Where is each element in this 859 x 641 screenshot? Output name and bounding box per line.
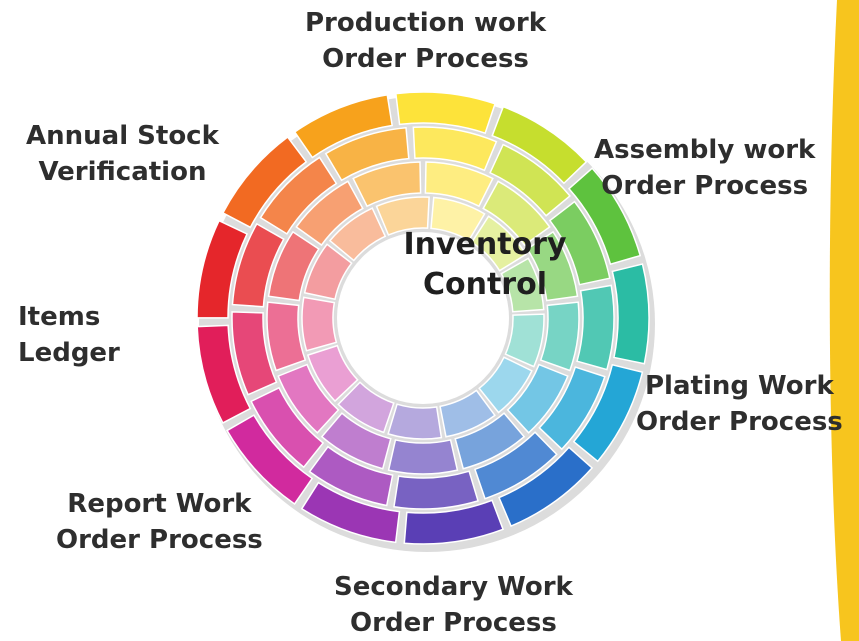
wheel-segment-ring2-13 [324, 126, 410, 182]
label-assembly-line-2: Order Process [601, 171, 809, 201]
wheel-segment-ring2-10 [231, 311, 278, 396]
wheel-segment-ring2-12 [259, 156, 338, 235]
wheel-segment-ring2-9 [250, 386, 325, 469]
wheel-segment-ring2-5 [538, 366, 606, 451]
wheel-segment-ring1-2 [491, 105, 588, 185]
wheel-segment-ring3-9 [277, 363, 340, 434]
wheel-segment-ring4-1 [430, 196, 486, 242]
wheel-segment-ring1-13 [293, 93, 394, 159]
wheel-segment-ring4-10 [301, 296, 338, 352]
wheel-segment-ring2-6 [473, 431, 558, 500]
wheel-segment-ring3-10 [266, 301, 307, 372]
wheel-segment-ring2-7 [393, 470, 479, 510]
wheel-segment-ring3-11 [267, 230, 320, 302]
wheel-segment-ring3-13 [352, 161, 422, 208]
wheel-segment-ring2-8 [308, 445, 394, 507]
wheel-segment-ring4-6 [439, 389, 496, 438]
wheel-segment-ring4-13 [375, 196, 430, 236]
wheel-segment-ring4-5 [478, 356, 533, 414]
wheel-segment-ring3-5 [506, 363, 569, 434]
label-plating-line-2: Order Process [636, 407, 843, 437]
wheel-segment-ring1-8 [300, 481, 401, 544]
wheel-segment-ring3-3 [526, 230, 579, 302]
center-title-line-1: Inventory [403, 227, 567, 262]
wheel-segment-ring2-1 [412, 126, 498, 172]
wheel-segment-ring2-11 [231, 222, 285, 308]
wheel-segment-ring1-4 [611, 263, 650, 365]
wheel-segment-ring4-2 [470, 215, 527, 272]
wheel-segment-ring1-7 [403, 499, 505, 545]
wheel-segment-ring1-5 [572, 363, 644, 463]
wheel-segment-ring2-3 [548, 200, 611, 286]
label-production-line-1: Production work [305, 8, 547, 38]
wheel-segment-ring1-12 [221, 135, 308, 229]
wheel-segment-ring1-11 [196, 219, 249, 319]
wheel-segment-ring3-7 [387, 439, 459, 475]
wheel-segment-ring2-4 [576, 284, 615, 371]
wheel-segment-ring3-6 [454, 412, 526, 470]
center-title-line-2: Control [422, 267, 547, 302]
wheel-segment-ring3-12 [295, 180, 364, 247]
label-ledger-line-1: Items [18, 302, 101, 332]
label-secondary: Secondary Work Order Process [334, 569, 573, 641]
wheel-segment-ring4-8 [337, 381, 395, 434]
label-annual-line-2: Verification [38, 157, 207, 187]
wheel-segment-ring3-1 [424, 161, 494, 208]
label-plating: Plating Work Order Process [636, 368, 843, 440]
wheel-segment-ring1-9 [225, 414, 314, 505]
wheel-segment-ring2-2 [489, 143, 571, 217]
label-assembly-line-1: Assembly work [594, 135, 816, 165]
label-report-line-1: Report Work [67, 489, 252, 519]
wheel-segment-ring4-9 [306, 344, 359, 403]
wheel-segment-ring1-10 [196, 324, 252, 424]
yellow-accent-bar [829, 0, 859, 641]
label-report-line-2: Order Process [56, 525, 263, 555]
wheel-segment-ring4-3 [500, 257, 545, 313]
label-production-line-2: Order Process [322, 44, 529, 74]
wheel-segment-ring3-2 [482, 180, 551, 247]
wheel-segment-ring4-11 [303, 243, 353, 301]
label-ledger: Items Ledger [18, 299, 120, 371]
wheel-segment-ring1-6 [498, 446, 594, 528]
label-secondary-line-2: Order Process [350, 608, 557, 638]
wheel-segment-ring4-12 [328, 207, 387, 262]
label-annual: Annual Stock Verification [26, 118, 219, 190]
wheel-center [337, 232, 509, 404]
label-ledger-line-2: Ledger [18, 338, 120, 368]
label-annual-line-1: Annual Stock [26, 121, 219, 151]
wheel-segment-ring4-4 [504, 313, 545, 368]
wheel-segment-ring4-7 [387, 403, 443, 440]
wheel-segment-ring3-8 [320, 412, 392, 470]
label-secondary-line-1: Secondary Work [334, 572, 573, 602]
center-title: Inventory Control [395, 225, 575, 305]
wheel-segment-ring1-1 [395, 91, 497, 135]
label-report: Report Work Order Process [56, 486, 263, 558]
wheel-segment-ring3-4 [539, 301, 580, 372]
label-assembly: Assembly work Order Process [594, 132, 815, 204]
label-plating-line-1: Plating Work [645, 371, 834, 401]
label-production: Production work Order Process [305, 5, 546, 77]
wheel-segment-ring1-3 [567, 167, 642, 266]
